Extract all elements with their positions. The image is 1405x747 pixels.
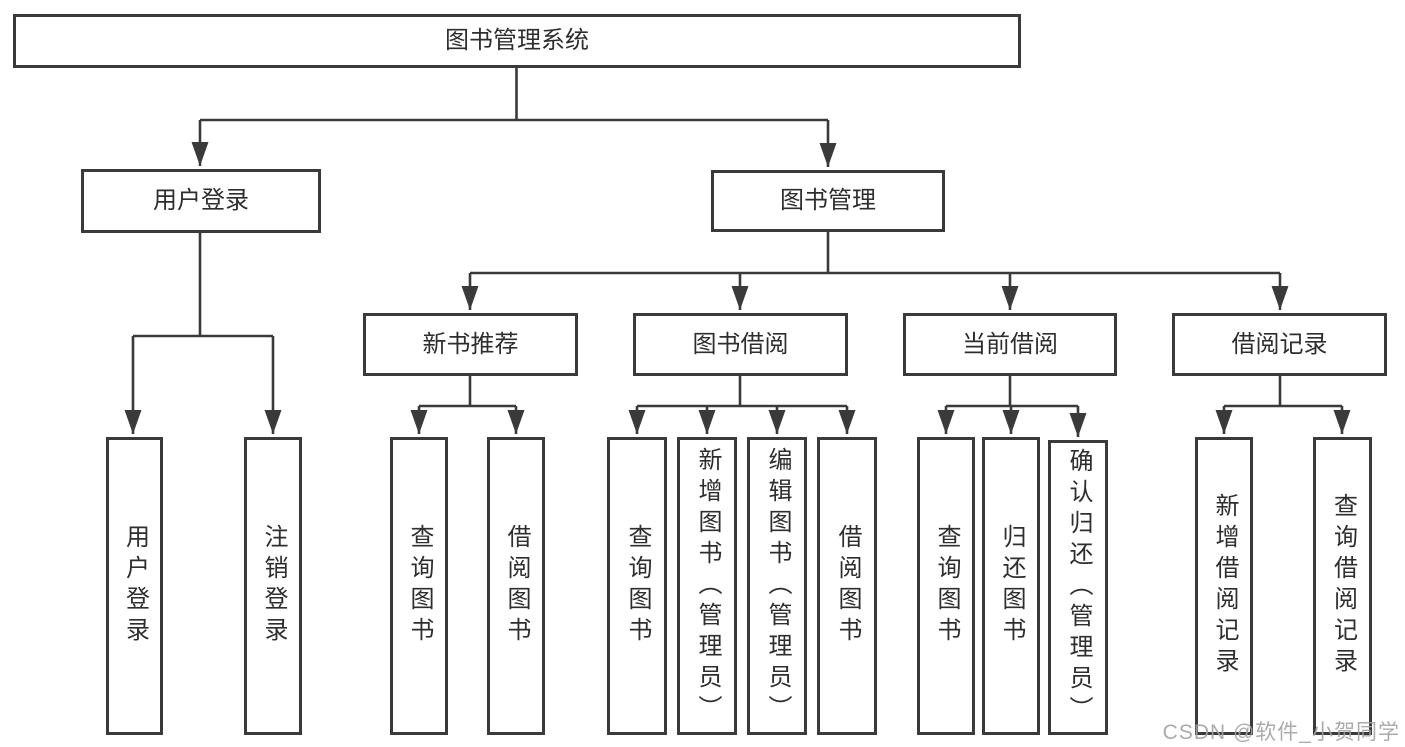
leaf-recommend-borrow-books: 借阅图书	[487, 437, 545, 735]
leaf-current-confirm-return-admin: 确认归还（管理员）	[1048, 440, 1108, 735]
leaf-current-query-books: 查询图书	[917, 437, 975, 735]
connector-root-to-level2	[191, 68, 837, 167]
leaf-current-confirm-return-admin-label: 确认归还（管理员）	[1065, 448, 1092, 727]
connector-recommend-to-leaves	[410, 376, 525, 434]
leaf-borrow-add-books-admin-label: 新增图书（管理员）	[694, 446, 721, 726]
leaf-borrow-edit-books-admin-label: 编辑图书（管理员）	[764, 446, 791, 726]
leaf-borrow-add-books-admin: 新增图书（管理员）	[677, 437, 737, 735]
leaf-borrow-borrow-books: 借阅图书	[817, 437, 877, 735]
leaf-logout: 注销登录	[244, 437, 302, 735]
connector-book-management-to-level3	[461, 232, 1289, 310]
node-user-login: 用户登录	[81, 169, 321, 233]
node-root-system: 图书管理系统	[13, 14, 1021, 68]
leaf-recommend-query-books-label: 查询图书	[406, 524, 433, 648]
leaf-recommend-borrow-books-label: 借阅图书	[503, 524, 530, 648]
connector-current-to-leaves	[937, 376, 1087, 437]
node-new-book-recommend: 新书推荐	[363, 313, 578, 376]
node-borrow-records: 借阅记录	[1172, 313, 1387, 376]
leaf-borrow-query-books-label: 查询图书	[624, 524, 651, 648]
leaf-recommend-query-books: 查询图书	[390, 437, 448, 735]
leaf-user-login-label: 用户登录	[121, 524, 149, 648]
node-book-management: 图书管理	[711, 170, 945, 232]
leaf-current-return-books-label: 归还图书	[998, 524, 1025, 648]
node-book-borrow: 图书借阅	[633, 313, 848, 376]
leaf-records-add-record: 新增借阅记录	[1195, 437, 1253, 735]
leaf-records-query-record: 查询借阅记录	[1313, 437, 1372, 735]
leaf-logout-label: 注销登录	[260, 524, 287, 648]
connector-user-login-to-leaves	[124, 233, 282, 434]
leaf-user-login: 用户登录	[106, 437, 163, 735]
connector-records-to-leaves	[1215, 376, 1351, 434]
leaf-current-return-books: 归还图书	[982, 437, 1040, 735]
leaf-records-query-record-label: 查询借阅记录	[1329, 493, 1357, 679]
connector-borrow-to-leaves	[628, 376, 856, 434]
leaf-current-query-books-label: 查询图书	[933, 524, 960, 648]
leaf-borrow-edit-books-admin: 编辑图书（管理员）	[747, 437, 807, 735]
leaf-borrow-borrow-books-label: 借阅图书	[834, 524, 861, 648]
leaf-records-add-record-label: 新增借阅记录	[1211, 493, 1238, 679]
node-current-borrow: 当前借阅	[903, 313, 1117, 376]
leaf-borrow-query-books: 查询图书	[607, 437, 667, 735]
csdn-watermark: CSDN @软件_小贺同学	[1162, 721, 1400, 744]
